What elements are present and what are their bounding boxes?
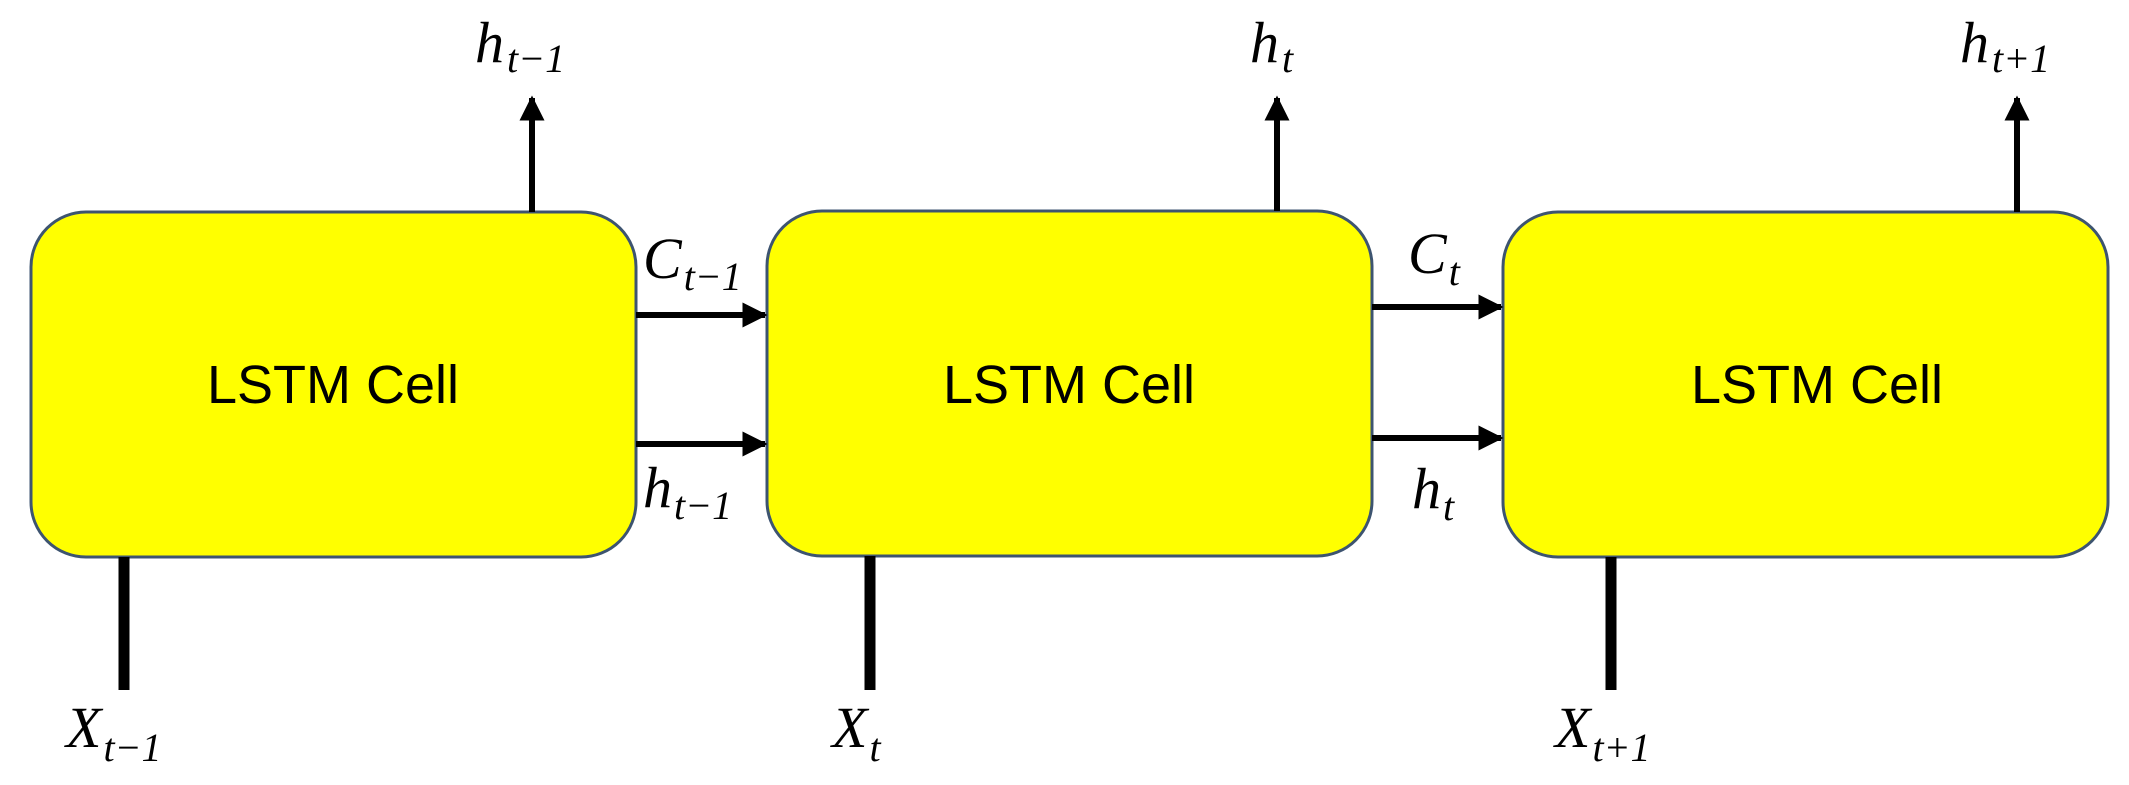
cell-2-label: LSTM Cell — [943, 355, 1195, 415]
output-label-1-base: h — [475, 10, 504, 75]
input-label-2-base: X — [830, 695, 870, 760]
hidden-state-label-1: ht−1 — [643, 455, 732, 528]
output-label-2: ht — [1250, 10, 1294, 81]
cell-1-label: LSTM Cell — [207, 355, 459, 415]
cell-3-box — [1501, 210, 2110, 559]
input-label-3-sub: t+1 — [1592, 725, 1650, 770]
hidden-state-label-2: ht — [1412, 456, 1455, 529]
input-label-2-sub: t — [869, 725, 881, 770]
cell-2-box — [765, 209, 1374, 558]
input-label-2: Xt — [830, 695, 881, 770]
lstm-cell-3: LSTM Cell — [1501, 210, 2110, 559]
cell-state-label-1: Ct−1 — [643, 226, 742, 299]
output-label-1: ht−1 — [475, 10, 565, 81]
cell-state-label-2: Ct — [1408, 221, 1461, 294]
cell-state-label-1-base: C — [643, 226, 683, 291]
output-label-3: ht+1 — [1960, 10, 2050, 81]
cell-3-label: LSTM Cell — [1691, 355, 1943, 415]
hidden-state-label-2-base: h — [1412, 456, 1441, 521]
input-label-1: Xt−1 — [64, 695, 162, 770]
output-label-3-sub: t+1 — [1992, 36, 2050, 81]
hidden-state-label-1-sub: t−1 — [674, 483, 732, 528]
output-label-2-sub: t — [1282, 36, 1294, 81]
cell-state-label-1-sub: t−1 — [684, 254, 742, 299]
lstm-cell-1: LSTM Cell — [29, 210, 638, 559]
input-label-1-sub: t−1 — [103, 725, 161, 770]
cell-1-box — [29, 210, 638, 559]
input-label-1-base: X — [64, 695, 104, 760]
input-label-3-base: X — [1553, 695, 1593, 760]
lstm-cell-2: LSTM Cell — [765, 209, 1374, 558]
input-label-3: Xt+1 — [1553, 695, 1651, 770]
output-label-3-base: h — [1960, 10, 1989, 75]
output-label-2-base: h — [1250, 10, 1279, 75]
cell-state-label-2-sub: t — [1449, 249, 1461, 294]
output-label-1-sub: t−1 — [507, 36, 565, 81]
hidden-state-label-2-sub: t — [1443, 484, 1455, 529]
hidden-state-label-1-base: h — [643, 455, 672, 520]
cell-state-label-2-base: C — [1408, 221, 1448, 286]
